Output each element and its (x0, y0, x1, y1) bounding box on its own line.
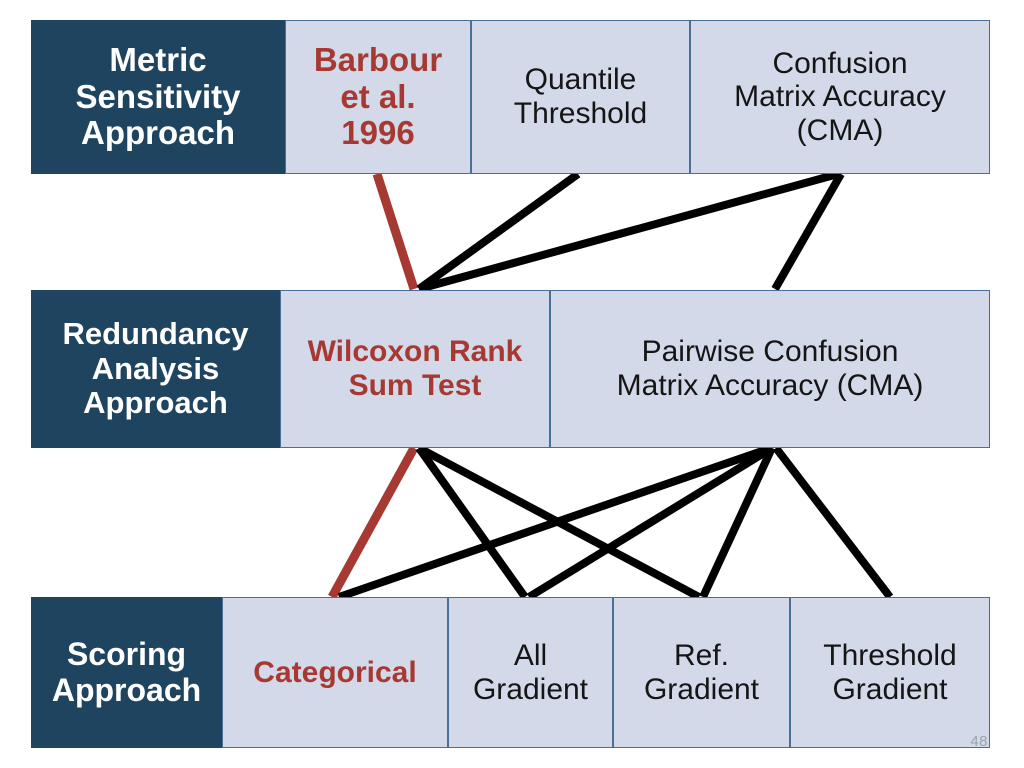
connector-cma-to-pairwise (771, 172, 845, 291)
cell-ref-gradient[interactable]: Ref. Gradient (613, 597, 790, 748)
page-number: 48 (970, 733, 988, 750)
cell-threshold-gradient[interactable]: Threshold Gradient (790, 597, 990, 748)
connector-pairwise-to-allgradient (526, 444, 775, 601)
connector-wilcoxon-to-allgradient (415, 445, 529, 600)
cell-label: Barbour et al. 1996 (313, 40, 443, 152)
connector-pairwise-to-refgradient (699, 446, 776, 599)
connector-pairwise-to-threshgrad (772, 445, 894, 600)
row-metric-sensitivity: Metric Sensitivity Approach Barbour et a… (31, 20, 990, 174)
connector-cma-to-wilcoxon (417, 170, 840, 293)
cell-wilcoxon-rank-sum-test[interactable]: Wilcoxon Rank Sum Test (280, 290, 550, 448)
connector-quantile-to-wilcoxon (416, 170, 581, 293)
connector-pairwise-to-categorical (337, 444, 773, 601)
row-label-redundancy-analysis: Redundancy Analysis Approach (31, 290, 280, 448)
row-label-text: Scoring Approach (51, 635, 202, 708)
cell-quantile-threshold[interactable]: Quantile Threshold (471, 20, 690, 174)
cell-barbour-et-al-1996[interactable]: Barbour et al. 1996 (285, 20, 471, 174)
row-scoring-approach: Scoring Approach Categorical All Gradien… (31, 597, 990, 748)
cell-label: Pairwise Confusion Matrix Accuracy (CMA) (616, 335, 924, 402)
connector-wilcoxon-to-refgradient (417, 444, 701, 601)
row-label-metric-sensitivity: Metric Sensitivity Approach (31, 20, 285, 174)
row-label-text: Redundancy Analysis Approach (62, 315, 249, 421)
row-redundancy-analysis: Redundancy Analysis Approach Wilcoxon Ra… (31, 290, 990, 448)
cell-label: Confusion Matrix Accuracy (CMA) (734, 46, 946, 147)
row-label-scoring-approach: Scoring Approach (31, 597, 222, 748)
connector-wilcoxon-to-categorical (328, 445, 418, 600)
connector-barbour-to-wilcoxon (372, 172, 419, 291)
row-label-text: Metric Sensitivity Approach (75, 40, 241, 152)
cell-label: Ref. Gradient (643, 638, 760, 706)
cell-pairwise-confusion-matrix-accuracy[interactable]: Pairwise Confusion Matrix Accuracy (CMA) (550, 290, 990, 448)
cell-label: All Gradient (472, 638, 589, 706)
cell-label: Quantile Threshold (513, 63, 648, 130)
cell-label: Wilcoxon Rank Sum Test (307, 335, 523, 402)
cell-label: Threshold Gradient (823, 638, 957, 706)
cell-all-gradient[interactable]: All Gradient (448, 597, 613, 748)
cell-confusion-matrix-accuracy[interactable]: Confusion Matrix Accuracy (CMA) (690, 20, 990, 174)
cell-label: Categorical (253, 655, 417, 689)
cell-categorical[interactable]: Categorical (222, 597, 448, 748)
